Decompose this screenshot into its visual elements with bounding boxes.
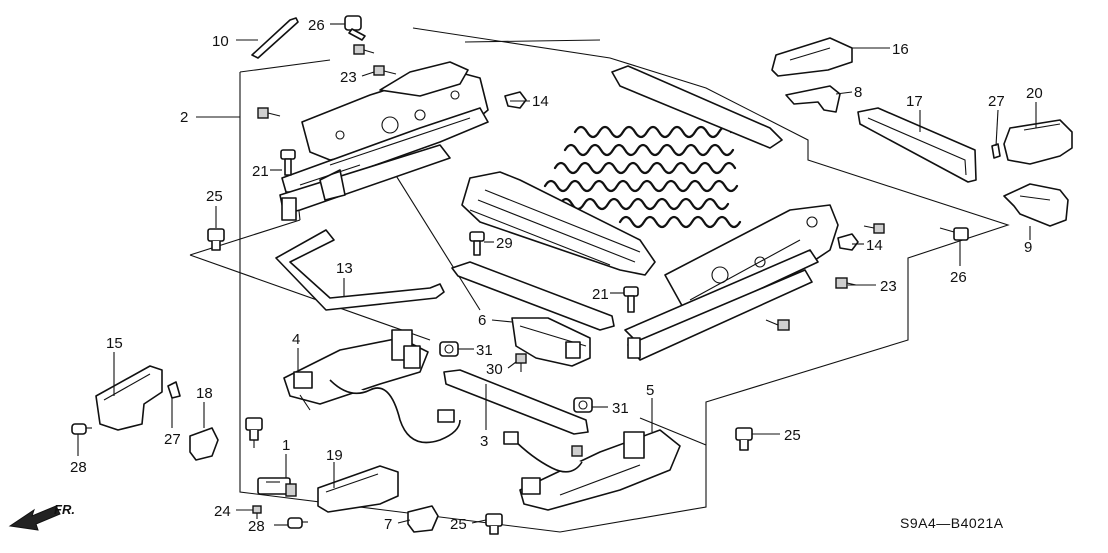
cover-8 [785, 85, 841, 113]
seat-springs [543, 125, 742, 229]
nut-31-lower [573, 397, 593, 413]
callout-31-lower: 31 [612, 400, 629, 417]
screw-28-left [71, 423, 92, 435]
callout-17: 17 [906, 93, 923, 110]
bolt-21-left [280, 149, 296, 176]
bracket-27-left [167, 381, 181, 399]
clip-14-top [504, 91, 527, 109]
rear-cross-bar [611, 65, 783, 149]
rod-10 [251, 17, 299, 59]
callout-21-left: 21 [252, 163, 269, 180]
bracket-27-right [991, 143, 1001, 159]
callout-27-left: 27 [164, 431, 181, 448]
callout-2: 2 [180, 109, 188, 126]
callout-28-bottom: 28 [248, 518, 265, 535]
diagram-code: S9A4—B4021A [900, 515, 1004, 531]
callout-26-right: 26 [950, 269, 967, 286]
callout-20: 20 [1026, 85, 1043, 102]
cover-15 [95, 365, 163, 431]
direction-label: FR. [54, 502, 75, 517]
motor-unit-4 [283, 329, 461, 444]
cross-member-upper [451, 261, 615, 331]
bolt-29 [469, 231, 485, 256]
bolt-small-top [353, 44, 375, 55]
bolt-25-bottom [485, 513, 503, 535]
callout-21-right: 21 [592, 286, 609, 303]
callout-3: 3 [480, 433, 488, 450]
callout-9: 9 [1024, 239, 1032, 256]
callout-13: 13 [336, 260, 353, 277]
callout-19: 19 [326, 447, 343, 464]
callout-8: 8 [854, 84, 862, 101]
bolt-30 [515, 353, 527, 364]
callout-31-upper: 31 [476, 342, 493, 359]
callout-4: 4 [292, 331, 300, 348]
bolt-25-lower-left [245, 417, 263, 441]
callout-25-right: 25 [784, 427, 801, 444]
left-seat-adjuster [279, 61, 489, 221]
callout-29: 29 [496, 235, 513, 252]
cover-16 [771, 37, 853, 77]
motor-unit-5 [503, 429, 681, 511]
cover-9 [1003, 183, 1069, 227]
bolt-right-lower [765, 319, 790, 331]
callout-26-top: 26 [308, 17, 325, 34]
callout-labels: 10 26 23 2 14 16 8 17 27 20 21 25 29 13 … [70, 17, 1043, 535]
callout-28-left: 28 [70, 459, 87, 476]
callout-14-right: 14 [866, 237, 883, 254]
callout-16: 16 [892, 41, 909, 58]
callout-25-bottom: 25 [450, 516, 467, 533]
callout-7: 7 [384, 516, 392, 533]
seat-pan-frame [461, 171, 656, 276]
bracket-18 [189, 427, 219, 461]
bracket-7 [407, 505, 439, 533]
bolt-26-top [344, 15, 366, 41]
callout-24: 24 [214, 503, 231, 520]
callout-30: 30 [486, 361, 503, 378]
callout-5: 5 [646, 382, 654, 399]
nut-31-upper [439, 341, 459, 357]
bolt-23-top [373, 65, 397, 76]
bolt-21-right [623, 286, 639, 313]
callout-15: 15 [106, 335, 123, 352]
callout-1: 1 [282, 437, 290, 454]
clip-14-right [837, 233, 859, 251]
bolt-23-right [835, 277, 857, 289]
callout-23-right: 23 [880, 278, 897, 295]
screw-28-bottom [287, 517, 308, 529]
rod-13 [275, 229, 445, 311]
callout-18: 18 [196, 385, 213, 402]
leader-lines [77, 23, 1037, 526]
callout-14-top: 14 [532, 93, 549, 110]
bolt-right-upper [863, 223, 885, 234]
cover-20 [1003, 119, 1073, 165]
cross-member-3 [443, 369, 589, 435]
callout-10: 10 [212, 33, 229, 50]
callout-27-right: 27 [988, 93, 1005, 110]
callout-23-top: 23 [340, 69, 357, 86]
bolt-25-right-lower [735, 427, 753, 451]
front-direction-arrow: FR. [8, 502, 75, 531]
right-seat-adjuster [624, 204, 839, 361]
bolt-25-left [207, 228, 225, 251]
bolt-26-right [939, 227, 969, 241]
trim-17 [857, 107, 977, 183]
switch-1 [257, 477, 297, 497]
cover-19 [317, 465, 399, 513]
callout-25-left: 25 [206, 188, 223, 205]
callout-6: 6 [478, 312, 486, 329]
bolt-left-mid [257, 107, 281, 119]
